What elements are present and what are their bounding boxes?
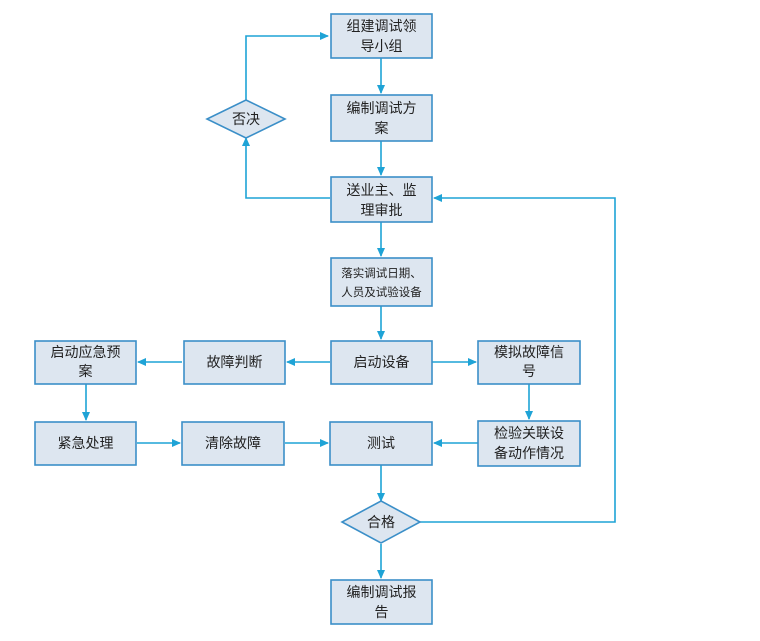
node-write-report-line-1: 编制调试报 bbox=[347, 585, 417, 601]
node-clear-fault: 清除故障 bbox=[181, 421, 285, 466]
decision-reject-label: 否决 bbox=[232, 112, 260, 128]
node-submit-review: 送业主、监 理审批 bbox=[330, 176, 433, 223]
node-submit-review-line-2: 理审批 bbox=[361, 203, 403, 219]
node-confirm-schedule-line-2: 人员及试验设备 bbox=[341, 285, 422, 299]
edge-reject-to-form-team bbox=[245, 32, 329, 100]
node-fault-judgment: 故障判断 bbox=[183, 340, 286, 385]
node-write-plan: 编制调试方 案 bbox=[330, 94, 433, 142]
node-emergency-plan-line-2: 案 bbox=[79, 363, 93, 380]
node-confirm-schedule: 落实调试日期、 人员及试验设备 bbox=[330, 257, 433, 307]
edge-submit-to-reject bbox=[242, 137, 330, 199]
node-simulate-fault-line-1: 模拟故障信 bbox=[494, 345, 564, 361]
node-emergency-handle: 紧急处理 bbox=[34, 421, 137, 466]
node-clear-fault-label: 清除故障 bbox=[205, 436, 261, 452]
node-write-plan-line-1: 编制调试方 bbox=[347, 101, 417, 117]
node-test: 测试 bbox=[329, 421, 433, 466]
node-form-team-line-1: 组建调试领 bbox=[347, 19, 417, 35]
node-write-plan-line-2: 案 bbox=[375, 120, 389, 137]
decision-qualified: 合格 bbox=[340, 500, 422, 544]
decision-qualified-label: 合格 bbox=[367, 515, 395, 531]
node-write-report-line-2: 告 bbox=[375, 605, 389, 621]
node-start-equipment: 启动设备 bbox=[330, 340, 433, 385]
node-test-label: 测试 bbox=[367, 436, 395, 452]
node-form-team-line-2: 导小组 bbox=[361, 39, 403, 55]
node-form-team: 组建调试领 导小组 bbox=[330, 13, 433, 59]
node-simulate-fault: 模拟故障信 号 bbox=[477, 340, 581, 385]
node-submit-review-line-1: 送业主、监 bbox=[347, 183, 417, 199]
node-emergency-plan-line-1: 启动应急预 bbox=[51, 344, 121, 361]
node-check-linkage-line-2: 备动作情况 bbox=[494, 445, 564, 462]
node-confirm-schedule-line-1: 落实调试日期、 bbox=[341, 266, 422, 280]
node-check-linkage-line-1: 检验关联设 bbox=[494, 426, 564, 442]
edges bbox=[82, 32, 616, 579]
node-emergency-plan: 启动应急预 案 bbox=[34, 340, 137, 385]
edge-qualified-loop-to-submit bbox=[420, 194, 616, 523]
node-check-linkage: 检验关联设 备动作情况 bbox=[477, 420, 581, 467]
decision-reject: 否决 bbox=[205, 99, 287, 139]
node-simulate-fault-line-2: 号 bbox=[522, 364, 536, 380]
node-fault-judgment-label: 故障判断 bbox=[207, 355, 263, 371]
node-write-report: 编制调试报 告 bbox=[330, 579, 433, 625]
node-emergency-handle-label: 紧急处理 bbox=[58, 436, 114, 452]
node-start-equipment-label: 启动设备 bbox=[354, 354, 410, 371]
